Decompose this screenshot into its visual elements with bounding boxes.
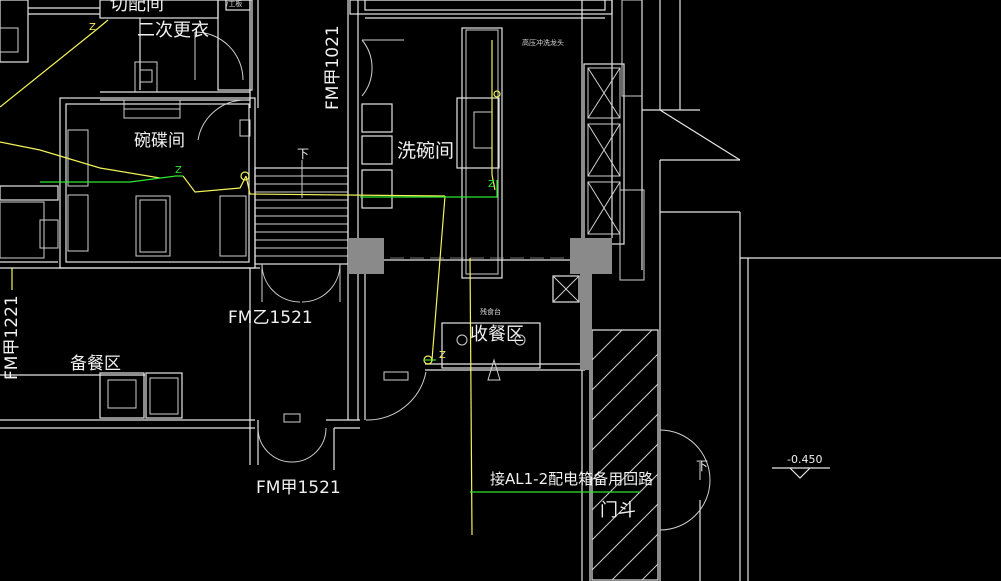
wire-tag: Z — [488, 179, 495, 190]
door-tag-right: 下 — [696, 459, 709, 473]
fixture-note-shoucan-tai: 残食台 — [480, 308, 501, 316]
room-label-erci-gengyi: 二次更衣 — [137, 20, 209, 41]
room-label-qiepei: 切配间 — [110, 0, 164, 15]
wire-tag: Z — [439, 350, 446, 361]
stair-down-label: 下 — [297, 147, 310, 161]
door-label-fm-jia-1521: FM甲1521 — [256, 478, 341, 498]
fixture-note-chutai: /工板 — [226, 0, 243, 8]
wire-tag: Z — [89, 22, 96, 33]
door-label-fm-jia-1221: FM甲1221 — [2, 295, 22, 380]
door-label-fm-yi-1521: FM乙1521 — [228, 308, 313, 328]
wire-tag: Z — [175, 165, 182, 176]
room-label-shoucan: 收餐区 — [470, 324, 524, 345]
door-label-fm-jia-1021: FM甲1021 — [323, 25, 343, 110]
room-label-mendou: 门斗 — [600, 500, 636, 521]
room-label-beican: 备餐区 — [70, 354, 121, 374]
elevation-label: -0.450 — [787, 453, 823, 466]
room-label-wandie: 碗碟间 — [134, 131, 185, 151]
fixture-note-high-pressure: 高压冲洗龙头 — [522, 39, 564, 47]
room-label-xiwan: 洗碗间 — [397, 140, 455, 162]
circuit-note: 接AL1-2配电箱备用回路 — [490, 470, 654, 488]
